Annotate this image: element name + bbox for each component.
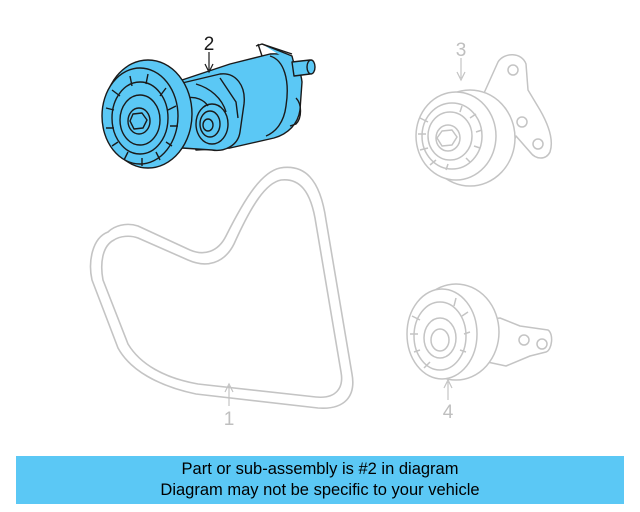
callout-4-number: 4 <box>443 402 454 423</box>
callout-2-number: 2 <box>204 34 215 55</box>
caption-line-part-number: Part or sub-assembly is #2 in diagram <box>181 460 459 478</box>
part-3-idler-pulley[interactable] <box>415 54 552 187</box>
part-4-idler-pulley[interactable] <box>406 283 553 381</box>
callout-3-number: 3 <box>456 40 467 61</box>
part-1-belt[interactable] <box>89 166 354 409</box>
diagram-caption-banner: Part or sub-assembly is #2 in diagram Di… <box>16 456 624 504</box>
part-2-belt-tensioner[interactable] <box>101 43 316 169</box>
caption-line-disclaimer: Diagram may not be specific to your vehi… <box>160 481 480 499</box>
callout-leaders <box>204 52 466 406</box>
callout-1-number: 1 <box>224 409 235 430</box>
